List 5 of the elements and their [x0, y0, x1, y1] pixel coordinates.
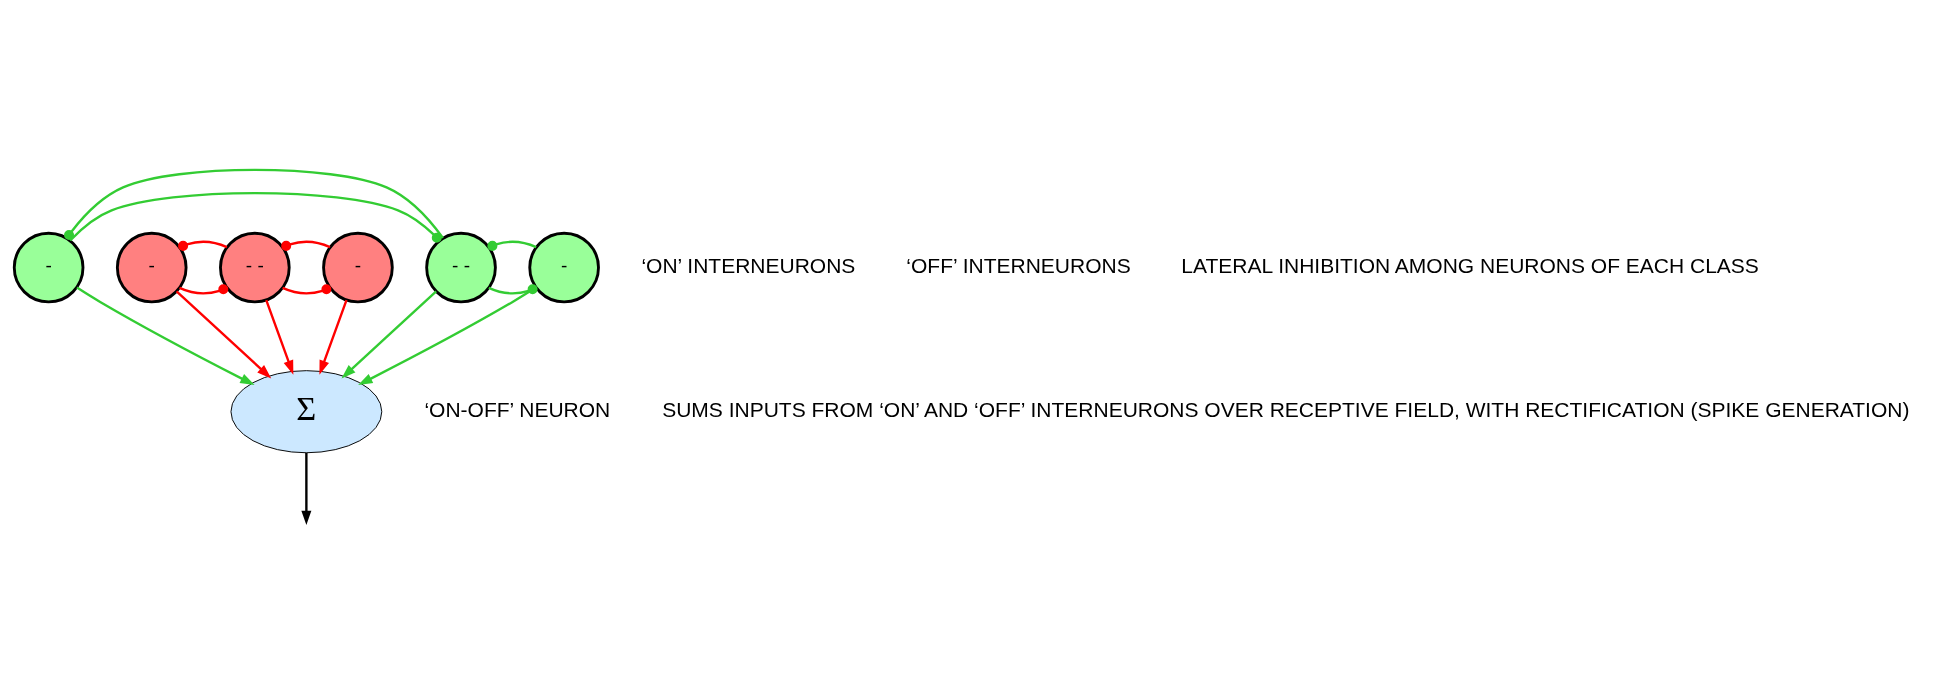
label: LATERAL INHIBITION AMONG NEURONS OF EACH CLASS: [1181, 253, 1759, 277]
label: SUMS INPUTS FROM ‘ON’ AND ‘OFF’ INTERNEURONS OVER RECEPTIVE FIELD, WITH RECTIFICATION (SPIKE GENERATION): [662, 397, 1910, 421]
label: ‘ON-OFF’ NEURON: [424, 397, 611, 421]
label: ‘OFF’ INTERNEURONS: [906, 253, 1131, 277]
label: ‘ON’ INTERNEURONS: [641, 253, 856, 277]
